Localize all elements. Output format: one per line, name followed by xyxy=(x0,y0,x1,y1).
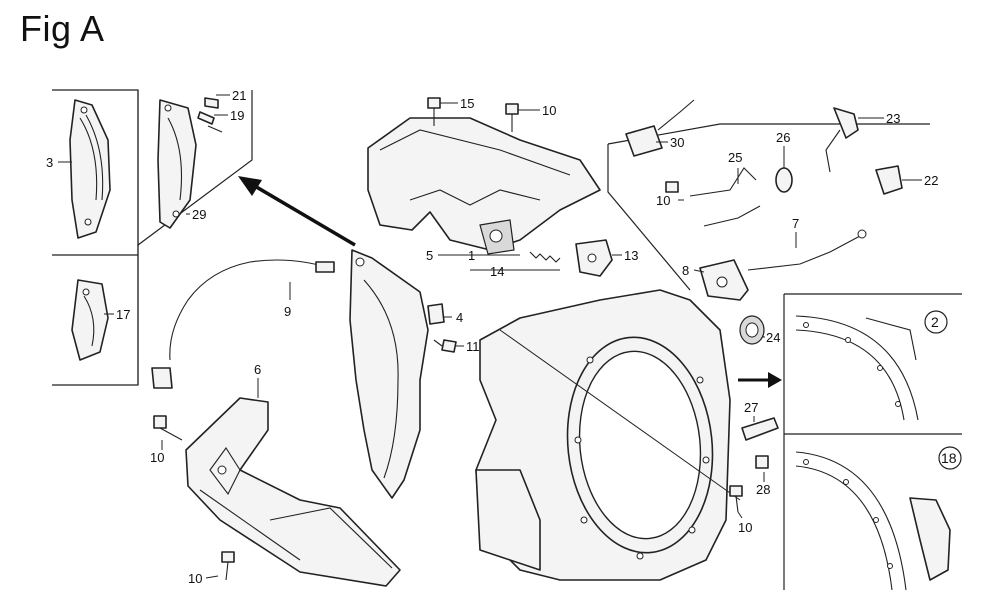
callout-6: 6 xyxy=(254,362,261,377)
part-17-plate[interactable] xyxy=(71,279,109,361)
part-24-grommet[interactable] xyxy=(739,315,765,345)
callout-5: 5 xyxy=(426,248,433,263)
callout-29: 29 xyxy=(192,207,206,222)
callout-labels: 3 21 19 29 17 15 10 30 10 25 26 23 22 7 … xyxy=(46,88,957,586)
callout-10-left-lower: 10 xyxy=(188,571,202,586)
part-3-shroud-plate[interactable] xyxy=(69,99,111,239)
detail-label-2: 2 xyxy=(931,314,939,330)
bolt-28[interactable] xyxy=(755,455,769,469)
part-30-switch[interactable] xyxy=(625,99,695,157)
callout-8: 8 xyxy=(682,263,689,278)
part-25-harness[interactable] xyxy=(689,167,761,227)
callout-10-bottom-right: 10 xyxy=(738,520,752,535)
bolt-10-left-lower[interactable] xyxy=(221,551,235,581)
part-9-cable[interactable] xyxy=(151,259,335,389)
callout-30: 30 xyxy=(670,135,684,150)
callout-19: 19 xyxy=(230,108,244,123)
part-6-lower-shroud[interactable] xyxy=(185,397,401,587)
inset-box-fan-covers xyxy=(52,89,253,386)
bolt-10-switch[interactable] xyxy=(665,181,679,193)
part-4-clip[interactable] xyxy=(427,303,445,325)
callout-23: 23 xyxy=(886,111,900,126)
part-upper-cover[interactable] xyxy=(367,117,601,255)
bolt-10-left-upper[interactable] xyxy=(153,415,183,441)
part-7-wire[interactable] xyxy=(747,229,867,271)
callout-9: 9 xyxy=(284,304,291,319)
bolt-15[interactable] xyxy=(427,97,441,126)
figure-title: Fig A xyxy=(20,8,105,49)
callout-26: 26 xyxy=(776,130,790,145)
callout-27: 27 xyxy=(744,400,758,415)
detail-label-18: 18 xyxy=(941,450,957,466)
callout-10-left-upper: 10 xyxy=(150,450,164,465)
part-main-blower-housing[interactable] xyxy=(475,289,741,581)
callout-3: 3 xyxy=(46,155,53,170)
callout-17: 17 xyxy=(116,307,130,322)
callout-13: 13 xyxy=(624,248,638,263)
detail-view-2 xyxy=(783,293,962,434)
callout-10-top: 10 xyxy=(542,103,556,118)
callout-11: 11 xyxy=(466,339,480,354)
callout-1: 1 xyxy=(468,248,475,263)
callout-22: 22 xyxy=(924,173,938,188)
callout-10-switch: 10 xyxy=(656,193,670,208)
bolt-10-top[interactable] xyxy=(505,103,519,132)
part-13-bracket[interactable] xyxy=(575,239,613,277)
bolt-11[interactable] xyxy=(433,339,457,353)
callout-14: 14 xyxy=(490,264,504,279)
callout-25: 25 xyxy=(728,150,742,165)
detail-view-18 xyxy=(783,433,962,591)
direction-arrow-to-inset xyxy=(238,176,356,247)
callout-4: 4 xyxy=(456,310,463,325)
part-14-spring[interactable] xyxy=(529,251,561,263)
part-fan-shroud-side[interactable] xyxy=(349,249,429,499)
part-27-stay[interactable] xyxy=(741,417,779,441)
leader-lines xyxy=(58,94,922,579)
part-22-clip[interactable] xyxy=(875,165,903,195)
direction-arrow-to-detail xyxy=(738,372,782,388)
part-19-21-screws[interactable] xyxy=(197,97,223,133)
callout-28: 28 xyxy=(756,482,770,497)
part-26-clamp[interactable] xyxy=(775,167,793,193)
callout-21: 21 xyxy=(232,88,246,103)
callout-24: 24 xyxy=(766,330,780,345)
callout-15: 15 xyxy=(460,96,474,111)
part-8-connector[interactable] xyxy=(699,259,749,301)
bolt-10-bottom-right[interactable] xyxy=(729,485,743,513)
part-23-harness[interactable] xyxy=(825,107,859,173)
callout-7: 7 xyxy=(792,216,799,231)
part-29-cover-plate[interactable] xyxy=(157,99,197,229)
